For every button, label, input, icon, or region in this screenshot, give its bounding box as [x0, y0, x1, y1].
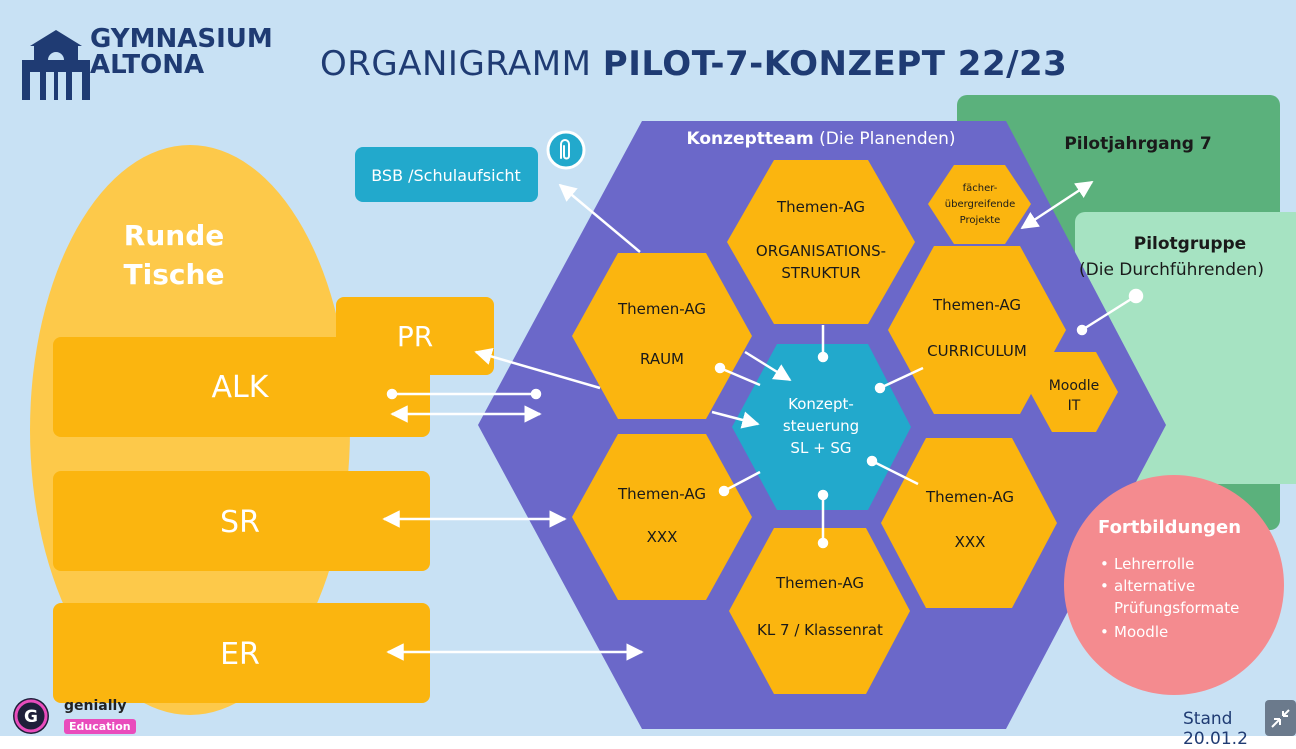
hex-org-l3: STRUKTUR — [781, 264, 860, 282]
fort-item-4: Moodle — [1114, 623, 1168, 641]
hex-organisationsstruktur[interactable] — [727, 160, 915, 324]
sr-box[interactable] — [53, 471, 430, 571]
bsb-box[interactable] — [355, 147, 538, 202]
pilotgruppe-sub: (Die Durchführenden) — [1079, 260, 1264, 280]
fort-bullet-2: • — [1100, 577, 1109, 595]
hex-curriculum[interactable] — [888, 246, 1066, 414]
hex-curr-l2: CURRICULUM — [927, 342, 1027, 360]
hex-raum-l2: RAUM — [640, 350, 684, 368]
fort-bullet-1: • — [1100, 555, 1109, 573]
faecher-l1: fächer- — [963, 183, 998, 194]
hex-xxxr-l2: XXX — [955, 533, 986, 551]
er-label: ER — [220, 637, 260, 672]
runde-tische-line2: Tische — [124, 258, 225, 291]
pilotgruppe-label: Pilotgruppe — [1134, 234, 1246, 254]
title-bold: PILOT-7-KONZEPT 22/23 — [602, 44, 1068, 84]
page-title: ORGANIGRAMM PILOT-7-KONZEPT 22/23 — [320, 44, 1067, 84]
center-l2: steuerung — [783, 417, 859, 435]
stand-date: Stand 20.01.2 — [1183, 709, 1248, 749]
faecher-l3: Projekte — [960, 215, 1001, 226]
school-name: GYMNASIUM ALTONA — [90, 26, 273, 78]
hex-xxxl-l2: XXX — [647, 528, 678, 546]
faecher-labels: fächer- übergreifende Projekte — [945, 183, 1015, 226]
fort-bullet-4: • — [1100, 623, 1109, 641]
hex-konzeptsteuerung[interactable] — [732, 344, 911, 510]
alk-label: ALK — [212, 370, 270, 405]
hex-raum-l1: Themen-AG — [617, 300, 706, 318]
hex-labels: Themen-AG ORGANISATIONS- STRUKTUR Themen… — [617, 198, 1027, 639]
pilotjahrgang-label: Pilotjahrgang 7 — [1064, 134, 1211, 154]
center-l1: Konzept- — [788, 395, 854, 413]
hex-kl7-l2: KL 7 / Klassenrat — [757, 621, 883, 639]
hex-kl7[interactable] — [729, 528, 910, 694]
konzeptteam-label: Konzeptteam (Die Planenden) — [687, 129, 956, 149]
hex-kl7-l1: Themen-AG — [775, 574, 864, 592]
fort-item-2: alternative — [1114, 577, 1195, 595]
pr-label: PR — [397, 320, 433, 353]
faecher-l2: übergreifende — [945, 199, 1015, 210]
hex-org-l2: ORGANISATIONS- — [756, 242, 886, 260]
collapse-icon — [1271, 709, 1290, 728]
hex-xxx-right[interactable] — [881, 438, 1057, 608]
hex-xxxl-l1: Themen-AG — [617, 485, 706, 503]
center-l3: SL + SG — [790, 439, 851, 457]
fort-item-1: Lehrerrolle — [1114, 555, 1194, 573]
paperclip-glyph — [560, 139, 570, 160]
genially-label[interactable]: genially — [64, 698, 127, 714]
moodle-l2: IT — [1068, 398, 1081, 414]
hex-xxx-left[interactable] — [572, 434, 752, 600]
education-badge: Education — [64, 719, 136, 734]
center-labels: Konzept- steuerung SL + SG — [783, 395, 859, 457]
fortbildungen-title: Fortbildungen — [1098, 517, 1241, 538]
hex-org-l1: Themen-AG — [776, 198, 865, 216]
alk-box[interactable] — [53, 337, 430, 437]
title-light: ORGANIGRAMM — [320, 44, 603, 84]
hex-curr-l1: Themen-AG — [932, 296, 1021, 314]
bsb-label: BSB /Schulaufsicht — [371, 166, 521, 185]
hex-moodle[interactable] — [1030, 352, 1118, 432]
arrows — [382, 180, 1094, 661]
school-logo-icon — [22, 30, 90, 100]
runde-tische-line1: Runde — [124, 219, 224, 252]
sr-label: SR — [220, 505, 260, 540]
moodle-labels: Moodle IT — [1049, 378, 1100, 414]
paperclip-icon[interactable] — [546, 130, 586, 170]
hex-raum[interactable] — [572, 253, 752, 419]
school-name-line1: GYMNASIUM — [90, 24, 273, 54]
connectors — [386, 288, 1144, 549]
moodle-l1: Moodle — [1049, 378, 1100, 394]
fortbildungen-circle[interactable] — [1064, 475, 1284, 695]
fortbildungen-list: • Lehrerrolle • alternative Prüfungsform… — [1100, 555, 1239, 641]
school-name-line2: ALTONA — [90, 50, 205, 80]
hex-xxxr-l1: Themen-AG — [925, 488, 1014, 506]
svg-text:G: G — [24, 707, 38, 727]
er-box[interactable] — [53, 603, 430, 703]
hex-faecheruebergreifend[interactable] — [928, 165, 1031, 244]
genially-logo-icon[interactable] — [13, 698, 49, 734]
fort-item-3: Prüfungsformate — [1114, 599, 1239, 617]
